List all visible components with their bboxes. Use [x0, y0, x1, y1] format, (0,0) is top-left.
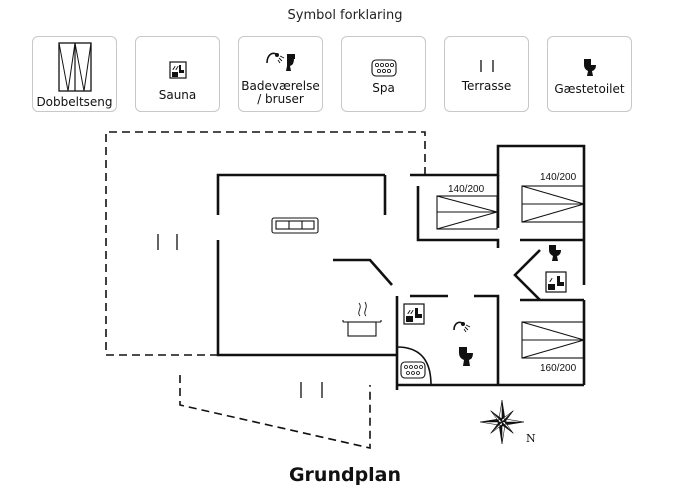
- terrace-icon: [445, 59, 528, 73]
- toilet-icon: [549, 245, 561, 261]
- legend-label-sauna: Sauna: [158, 88, 197, 102]
- toilet-icon: [548, 57, 631, 77]
- legend-label-guest-toilet: Gæstetoilet: [554, 82, 625, 96]
- legend-label-spa: Spa: [372, 81, 395, 95]
- legend-item-sauna: Sauna: [135, 36, 220, 112]
- terrace-marker-bottom: [300, 382, 323, 398]
- shower-icon: [453, 321, 471, 333]
- terrace-marker-left: [157, 234, 178, 250]
- sauna-icon: [545, 271, 567, 293]
- legend-label-double-bed: Dobbeltseng: [36, 95, 113, 109]
- compass-north-label: N: [526, 432, 536, 445]
- plan-title: Grundplan: [288, 464, 402, 486]
- spa-icon: [400, 361, 426, 379]
- bed-size-label: 140/200: [540, 172, 577, 183]
- compass-icon: [479, 399, 525, 445]
- spa-door: [396, 346, 432, 386]
- bed-size-label: 160/200: [540, 363, 577, 374]
- spa-icon: [342, 59, 425, 77]
- bed-1: [436, 195, 498, 230]
- sauna-icon: [136, 61, 219, 79]
- legend-item-double-bed: Dobbeltseng: [32, 36, 117, 112]
- terrace-outline: [105, 131, 426, 450]
- legend-item-spa: Spa: [341, 36, 426, 112]
- shower-toilet-icon: [239, 49, 322, 73]
- bed-size-label: 140/200: [448, 184, 485, 195]
- legend-item-bathroom: Badeværelse / bruser: [238, 36, 323, 112]
- legend-label-terrace: Terrasse: [461, 79, 512, 93]
- legend: Dobbeltseng Sauna Badeværelse / bruser: [32, 36, 632, 112]
- legend-item-terrace: Terrasse: [444, 36, 529, 112]
- legend-label-bathroom: Badeværelse / bruser: [241, 79, 320, 106]
- legend-item-guest-toilet: Gæstetoilet: [547, 36, 632, 112]
- sauna-icon: [403, 303, 425, 325]
- toilet-icon: [459, 347, 473, 366]
- walls: [216, 144, 586, 390]
- double-bed-icon: [33, 42, 116, 92]
- cooking-pot-icon: [342, 301, 382, 337]
- bed-2: [521, 185, 585, 223]
- legend-title: Symbol forklaring: [287, 8, 403, 23]
- sofa-icon: [271, 217, 319, 234]
- bed-3: [521, 321, 585, 359]
